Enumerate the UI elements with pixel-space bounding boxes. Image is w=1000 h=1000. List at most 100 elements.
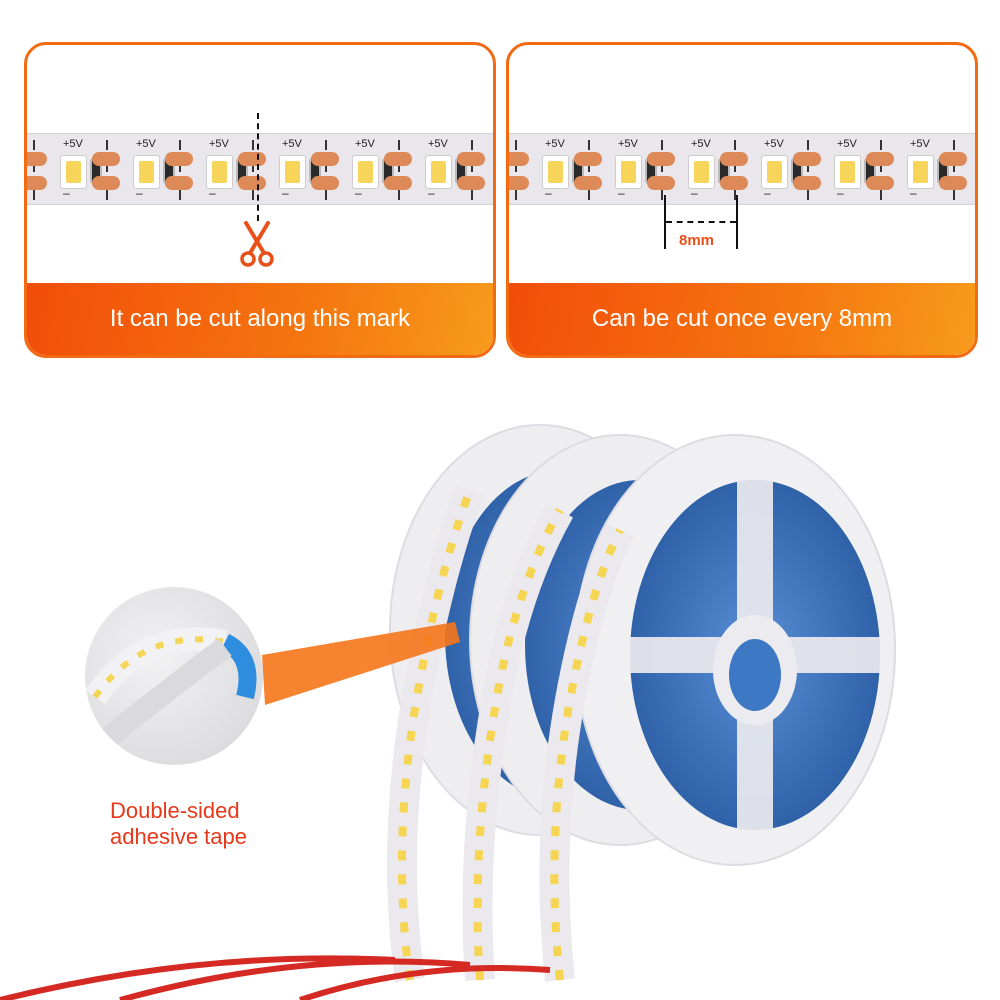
solder-pad <box>384 152 412 166</box>
minus-label: – <box>355 186 362 200</box>
minus-label: – <box>428 186 435 200</box>
voltage-label: +5V <box>355 138 375 150</box>
label-line-2: adhesive tape <box>110 824 247 849</box>
cut-tick <box>515 140 517 150</box>
cut-tick <box>179 166 181 172</box>
cut-tick <box>106 140 108 150</box>
cut-tick <box>252 188 254 200</box>
led-reels-illustration <box>0 424 896 1000</box>
solder-pad <box>720 152 748 166</box>
cut-tick <box>33 166 35 172</box>
solder-pad <box>939 176 967 190</box>
solder-pad <box>27 152 47 166</box>
cut-tick <box>325 140 327 150</box>
led-chip <box>426 156 451 188</box>
adhesive-tape-callout <box>85 587 263 765</box>
callout-beam <box>262 622 460 705</box>
solder-pad <box>238 152 266 166</box>
led-chip <box>61 156 86 188</box>
voltage-label: +5V <box>428 138 448 150</box>
led-chip <box>616 156 641 188</box>
solder-pad <box>509 152 529 166</box>
cut-tick <box>179 140 181 150</box>
strip-segment: +5V– <box>238 134 325 204</box>
solder-pad <box>165 152 193 166</box>
strip-segment: +5V– <box>939 134 975 204</box>
minus-label: – <box>691 186 698 200</box>
solder-pad <box>311 176 339 190</box>
scissors-icon <box>240 221 274 267</box>
cut-interval-panel: +5V–+5V–+5V–+5V–+5V–+5V–+5V– 8mm Can be … <box>506 42 978 358</box>
cut-mark-panel: +5V–+5V–+5V–+5V–+5V–+5V–+5V– It can be c… <box>24 42 496 358</box>
solder-pad <box>720 176 748 190</box>
solder-pad <box>311 152 339 166</box>
minus-label: – <box>209 186 216 200</box>
solder-pad <box>939 152 967 166</box>
strip-segment: +5V – <box>311 134 398 204</box>
solder-pad <box>866 176 894 190</box>
led-chip <box>689 156 714 188</box>
adhesive-tape-photo <box>85 627 257 765</box>
led-strip: +5V–+5V–+5V–+5V–+5V–+5V–+5V– <box>509 133 975 205</box>
cut-tick <box>807 140 809 150</box>
solder-pad <box>574 152 602 166</box>
voltage-label: +5V <box>545 138 565 150</box>
solder-pad <box>457 176 485 190</box>
solder-pad <box>238 176 266 190</box>
strip-segment: +5V – <box>384 134 471 204</box>
cut-line <box>257 113 259 221</box>
voltage-label: +5V <box>63 138 83 150</box>
cut-tick <box>106 166 108 172</box>
reel-front <box>574 434 896 866</box>
led-chip <box>280 156 305 188</box>
strip-segment: +5V– <box>165 134 252 204</box>
cut-tick <box>515 188 517 200</box>
led-strip: +5V–+5V–+5V–+5V–+5V–+5V–+5V– <box>27 133 493 205</box>
cut-tick <box>880 166 882 172</box>
measure-line-start <box>664 195 666 249</box>
strip-segment: +5V– <box>92 134 179 204</box>
minus-label: – <box>837 186 844 200</box>
strip-segment: +5V– <box>647 134 734 204</box>
led-chip <box>353 156 378 188</box>
led-chip <box>543 156 568 188</box>
cut-tick <box>252 166 254 172</box>
measure-label: 8mm <box>679 232 715 249</box>
cut-tick <box>661 140 663 150</box>
minus-label: – <box>618 186 625 200</box>
solder-pad <box>647 152 675 166</box>
adhesive-tape-label: Double-sided adhesive tape <box>110 798 247 850</box>
cut-tick <box>734 188 736 200</box>
cut-tick <box>588 140 590 150</box>
cut-tick <box>588 166 590 172</box>
cut-tick <box>179 188 181 200</box>
voltage-label: +5V <box>910 138 930 150</box>
voltage-label: +5V <box>837 138 857 150</box>
voltage-label: +5V <box>282 138 302 150</box>
strip-segment: +5V– <box>720 134 807 204</box>
cut-tick <box>398 166 400 172</box>
voltage-label: +5V <box>618 138 638 150</box>
cut-tick <box>953 188 955 200</box>
solder-pad <box>384 176 412 190</box>
cut-tick <box>661 188 663 200</box>
solder-pad <box>92 152 120 166</box>
cut-tick <box>515 166 517 172</box>
panel-caption: It can be cut along this mark <box>27 283 493 355</box>
minus-label: – <box>136 186 143 200</box>
solder-pad <box>647 176 675 190</box>
solder-pad <box>866 152 894 166</box>
strip-segment: +5V – <box>574 134 661 204</box>
cut-tick <box>953 140 955 150</box>
solder-pad <box>793 176 821 190</box>
led-chip <box>134 156 159 188</box>
cut-tick <box>471 140 473 150</box>
strip-segment: +5V– <box>457 134 493 204</box>
cut-tick <box>953 166 955 172</box>
strip-segment: +5V– <box>27 134 106 204</box>
cut-tick <box>252 140 254 150</box>
cut-tick <box>734 140 736 150</box>
cut-tick <box>33 140 35 150</box>
cut-tick <box>398 188 400 200</box>
cut-tick <box>33 188 35 200</box>
